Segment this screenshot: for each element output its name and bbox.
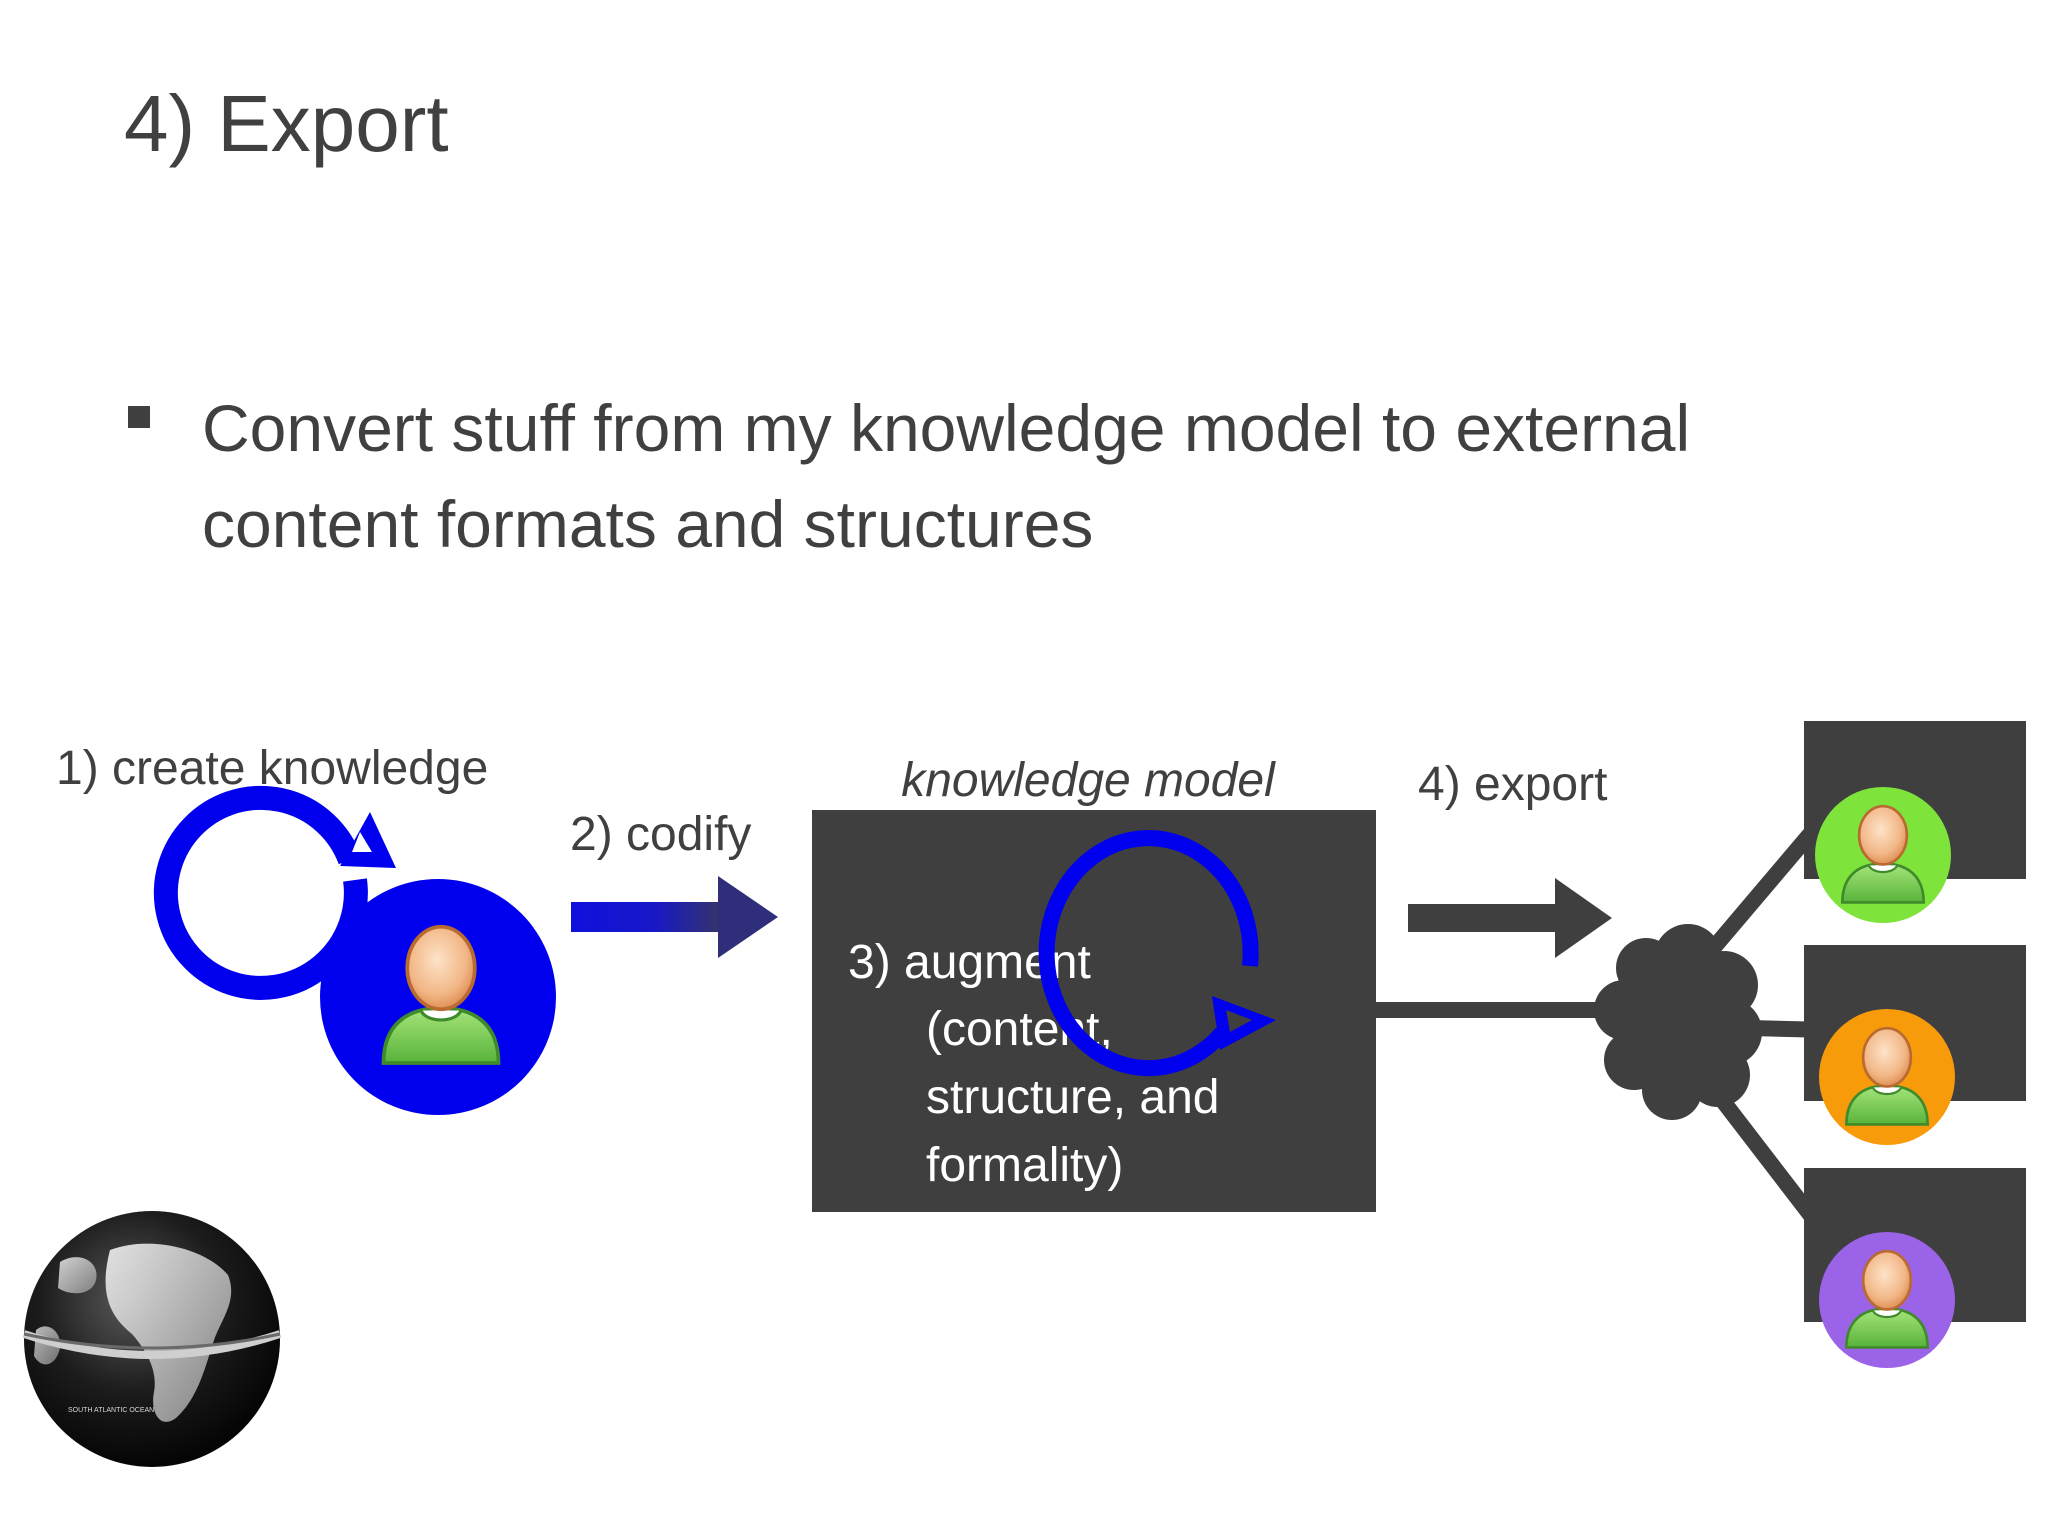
step1-label: 1) create knowledge [56,742,488,795]
step3-line3: structure, and [926,1071,1219,1124]
globe-icon: SOUTH ATLANTIC OCEAN [22,1211,282,1467]
knowledge-model-label: knowledge model [901,754,1276,807]
step3-line4: formality) [926,1139,1123,1192]
step2-label: 2) codify [570,808,751,861]
knowledge-model-box [812,810,1376,1212]
model-to-cloud-link [1376,1002,1638,1018]
globe-ocean-label: SOUTH ATLANTIC OCEAN [68,1407,154,1414]
augment-cycle-arrow-icon [1038,830,1276,1077]
bullet-square-icon [128,406,150,428]
bullet-text: Convert stuff from my knowledge model to… [202,391,1691,561]
slide-title: 4) Export [124,79,449,168]
network-cloud-icon [1594,924,1762,1120]
codify-arrow-icon [571,876,778,958]
export-arrow-icon [1408,878,1612,958]
step4-label: 4) export [1418,758,1607,811]
